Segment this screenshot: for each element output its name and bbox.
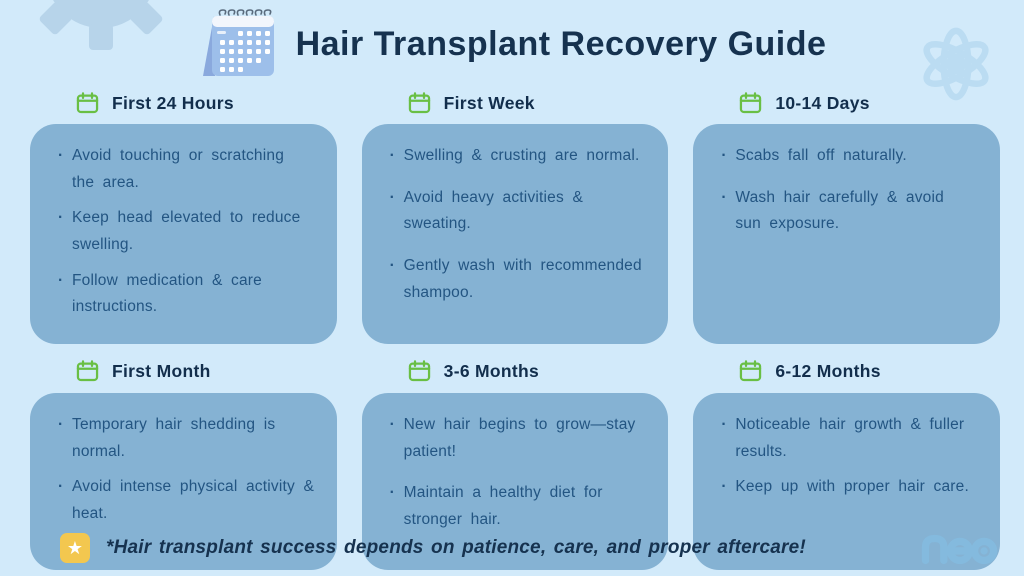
card-header: First 24 Hours: [74, 88, 337, 118]
bullet-item: Keep head elevated to reduce swelling.: [58, 205, 315, 258]
page-title: Hair Transplant Recovery Guide: [295, 24, 827, 63]
card-grid: First 24 Hours Avoid touching or scratch…: [30, 88, 1000, 570]
calendar-icon: [408, 91, 430, 113]
card-header: First Month: [74, 357, 337, 387]
star-icon: ★: [60, 533, 90, 563]
card-header: 3-6 Months: [406, 357, 669, 387]
bullet-item: Scabs fall off naturally.: [721, 143, 978, 170]
bullet-item: Avoid heavy activities & sweating.: [390, 185, 647, 238]
bullet-item: Gently wash with recommended shampoo.: [390, 253, 647, 306]
calendar-icon: [408, 360, 430, 382]
card-body: Swelling & crusting are normal. Avoid he…: [361, 124, 669, 344]
bullet-item: Temporary hair shedding is normal.: [58, 412, 315, 465]
card-first-24-hours: First 24 Hours Avoid touching or scratch…: [30, 88, 337, 344]
bullet-item: Wash hair carefully & avoid sun exposure…: [721, 185, 978, 238]
card-title: First Week: [443, 92, 535, 113]
card-title: 10-14 Days: [775, 92, 870, 113]
calendar-icon: [76, 91, 99, 113]
card-title: 6-12 Months: [775, 361, 881, 382]
gear-icon: [39, 0, 163, 50]
card-header: First Week: [406, 88, 669, 118]
bullet-item: Avoid touching or scratching the area.: [58, 143, 315, 196]
bullet-item: New hair begins to grow—stay patient!: [390, 412, 647, 465]
card-body: New hair begins to grow—stay patient! Ma…: [361, 392, 669, 570]
card-title: First Month: [112, 361, 211, 382]
neo-logo: [921, 534, 998, 565]
card-first-week: First Week Swelling & crusting are norma…: [361, 88, 669, 344]
bullet-item: Noticeable hair growth & fuller results.: [721, 412, 978, 465]
card-body: Noticeable hair growth & fuller results.…: [693, 392, 1000, 570]
card-header: 6-12 Months: [737, 357, 1000, 387]
calendar-icon: [740, 91, 762, 113]
bullet-item: Avoid intense physical activity & heat.: [58, 474, 315, 527]
calendar-icon: [740, 360, 762, 382]
card-title: 3-6 Months: [443, 361, 540, 382]
atom-icon: [923, 27, 989, 101]
card-body: Avoid touching or scratching the area. K…: [30, 124, 337, 344]
bullet-item: Swelling & crusting are normal.: [390, 143, 647, 170]
desk-calendar-icon: [202, 9, 274, 76]
bullet-item: Keep up with proper hair care.: [721, 474, 978, 501]
calendar-icon: [76, 360, 99, 382]
card-3-6-months: 3-6 Months New hair begins to grow—stay …: [361, 357, 669, 570]
footer-note: *Hair transplant success depends on pati…: [106, 537, 806, 558]
card-title: First 24 Hours: [112, 92, 234, 113]
card-10-14-days: 10-14 Days Scabs fall off naturally. Was…: [693, 88, 1000, 344]
card-body: Scabs fall off naturally. Wash hair care…: [693, 124, 1000, 344]
card-header: 10-14 Days: [737, 88, 1000, 118]
footer: ★ *Hair transplant success depends on pa…: [30, 528, 998, 568]
bullet-item: Follow medication & care instructions.: [58, 268, 315, 321]
card-6-12-months: 6-12 Months Noticeable hair growth & ful…: [693, 357, 1000, 570]
header: Hair Transplant Recovery Guide: [0, 6, 1024, 82]
bullet-item: Maintain a healthy diet for stronger hai…: [390, 480, 647, 533]
